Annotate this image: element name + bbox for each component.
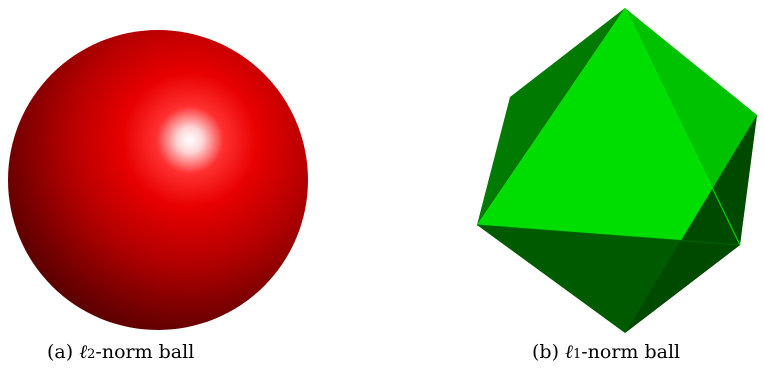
l1-norm-ball-octahedron [476, 7, 757, 333]
caption-b-label: (b) [532, 341, 559, 363]
octa-edge-equator [476, 224, 741, 246]
caption-b-text: -norm ball [581, 341, 681, 363]
caption-a-text: -norm ball [95, 341, 195, 363]
sphere-surface [8, 30, 308, 330]
octa-edge-highlight [624, 7, 741, 246]
l2-norm-ball-sphere [8, 30, 308, 330]
caption-b-symbol: ℓ [565, 341, 573, 363]
octa-face-lower-right [625, 115, 757, 333]
octa-face-upper-front [477, 8, 740, 245]
caption-a-label: (a) [47, 341, 74, 363]
caption-a-symbol: ℓ [79, 341, 88, 363]
